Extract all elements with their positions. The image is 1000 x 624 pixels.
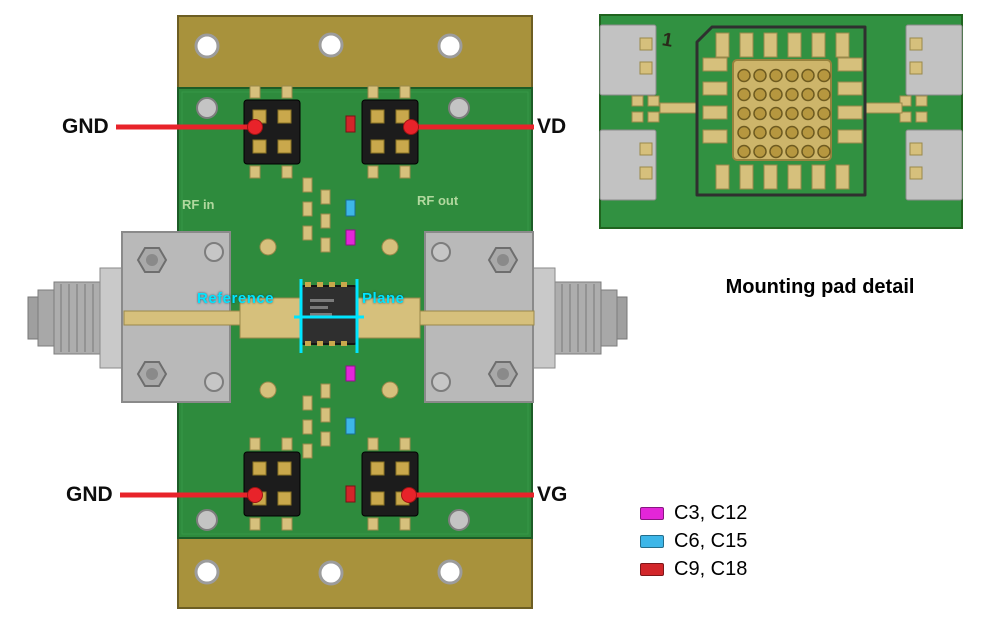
detail-edge-connectors [599, 24, 963, 201]
legend-item-c9-c18: C9, C18 [640, 558, 747, 580]
passive-components [249, 85, 411, 531]
land-pattern-pads [702, 32, 863, 190]
detail-caption: Mounting pad detail [725, 276, 915, 298]
legend-swatch-c6-c15 [640, 534, 664, 548]
brass-plate-top [177, 15, 533, 91]
cap-c3-c12-bottom [345, 365, 356, 382]
legend-label-c6-c15: C6, C15 [674, 529, 748, 552]
cap-c9-c18-top [345, 115, 356, 133]
header-gnd-top [243, 99, 301, 165]
callout-label-gnd-bottom: GND [66, 483, 113, 506]
header-vg [361, 451, 419, 517]
callout-line-vg [401, 487, 534, 503]
reference-plane-label-right: Plane [362, 290, 405, 307]
reference-plane-marker [294, 279, 364, 353]
rf-connector-right [532, 267, 628, 369]
silkscreen-rf-out: RF out [417, 193, 459, 208]
cap-c3-c12-top [345, 229, 356, 246]
legend-item-c6-c15: C6, C15 [640, 530, 747, 552]
legend-item-c3-c12: C3, C12 [640, 502, 747, 524]
callout-line-gnd-top [116, 119, 263, 135]
mounting-screws [196, 97, 470, 531]
reference-plane-label-left: Reference [197, 290, 275, 307]
brass-plate-bottom [177, 535, 533, 609]
cap-c6-c15-top [345, 199, 356, 217]
legend-label-c3-c12: C3, C12 [674, 501, 748, 524]
silkscreen-rf-in: RF in [182, 197, 215, 212]
header-gnd-bottom [243, 451, 301, 517]
callout-line-gnd-bottom [120, 487, 263, 503]
cap-c6-c15-bottom [345, 417, 356, 435]
header-vd [361, 99, 419, 165]
land-pattern-outline [695, 25, 867, 197]
legend-swatch-c3-c12 [640, 506, 664, 520]
callout-label-gnd-top: GND [62, 115, 109, 138]
dut-chip [300, 282, 358, 346]
callout-label-vg: VG [537, 483, 568, 506]
legend-label-c9-c18: C9, C18 [674, 557, 748, 580]
callout-line-vd [403, 119, 534, 135]
callout-label-vd: VD [537, 115, 567, 138]
legend: C3, C12 C6, C15 C9, C18 [640, 502, 747, 586]
cap-c9-c18-bottom [345, 485, 356, 503]
legend-swatch-c9-c18 [640, 562, 664, 576]
via-grid [736, 66, 832, 161]
rf-connector-left [27, 267, 123, 369]
